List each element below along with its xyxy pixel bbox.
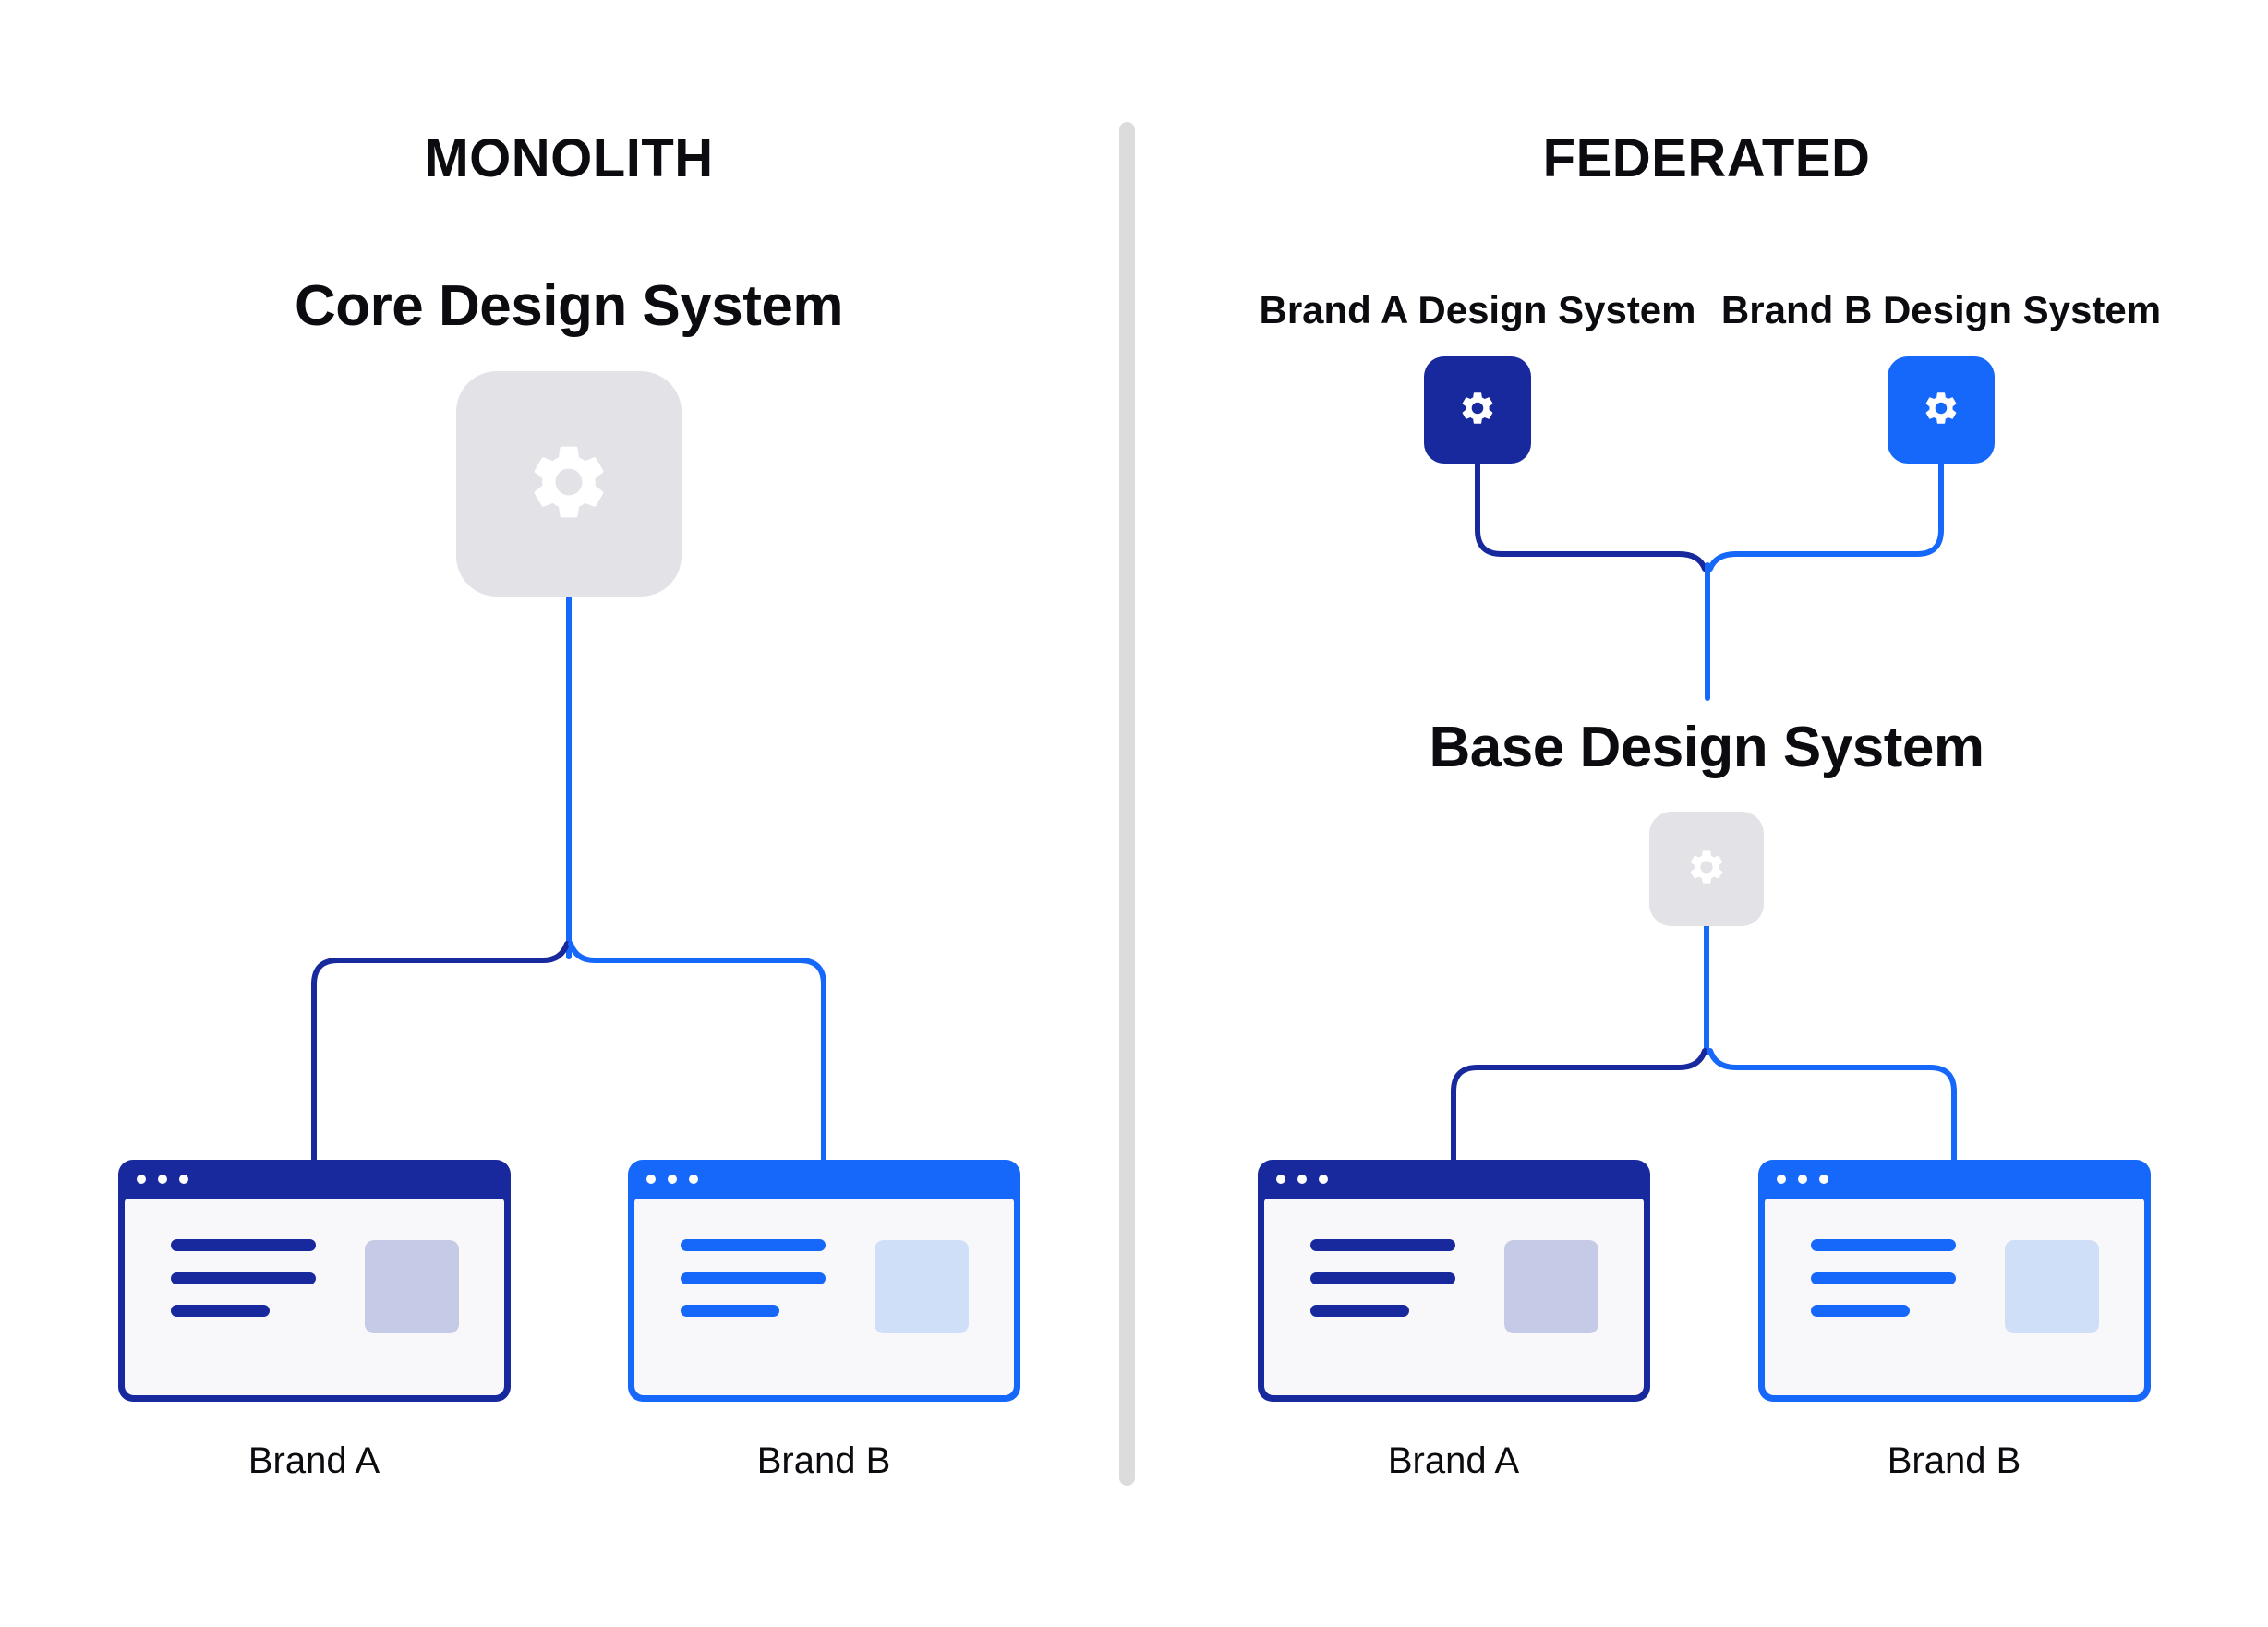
brand-a-design-system-node [1424,356,1531,464]
window-dot [668,1175,677,1184]
text-line-placeholder [681,1272,826,1284]
brand-a-design-system-label: Brand A Design System [1259,288,1696,331]
text-line-placeholder [171,1305,270,1317]
brand-a-window-monolith [118,1160,511,1402]
gear-icon [1922,389,1960,432]
window-titlebar [1758,1160,2151,1199]
window-dot [1319,1175,1328,1184]
monolith-branch-brand-a-line [311,941,570,1163]
image-placeholder [1504,1240,1598,1333]
image-placeholder [2005,1240,2099,1333]
core-design-system-label: Core Design System [295,274,844,338]
brand-b-design-system-label: Brand B Design System [1720,288,2162,331]
text-line-placeholder [1310,1305,1409,1317]
text-line-placeholder [1310,1272,1455,1284]
window-titlebar [628,1160,1020,1199]
window-dot [646,1175,656,1184]
brand-a-window-federated [1258,1160,1650,1402]
text-line-placeholder [1811,1272,1956,1284]
gear-icon [525,438,613,531]
base-design-system-label: Base Design System [1429,716,1984,779]
window-dot [158,1175,167,1184]
brand-a-caption-federated: Brand A [1387,1440,1520,1481]
text-line-placeholder [1310,1239,1455,1251]
federated-branch-brand-a-line [1451,1048,1707,1163]
section-divider [1119,122,1135,1486]
window-dot [689,1175,698,1184]
federated-title: FEDERATED [1542,128,1871,188]
window-dot [137,1175,146,1184]
text-line-placeholder [681,1239,826,1251]
window-body [1264,1199,1644,1395]
brand-b-design-system-node [1888,356,1995,464]
text-line-placeholder [1811,1305,1910,1317]
federated-merge-brand-b-line [1707,459,1944,572]
window-body [1765,1199,2144,1395]
federated-branch-brand-b-line [1707,1048,1957,1163]
federated-merge-brand-a-line [1475,459,1707,572]
window-dot [1819,1175,1828,1184]
monolith-branch-brand-b-line [568,941,826,1163]
window-titlebar [118,1160,511,1199]
brand-b-caption-federated: Brand B [1887,1440,2021,1481]
window-dot [1798,1175,1807,1184]
monolith-title: MONOLITH [424,128,714,188]
text-line-placeholder [681,1305,779,1317]
window-body [125,1199,504,1395]
brand-b-caption-monolith: Brand B [756,1440,891,1481]
brand-b-window-federated [1758,1160,2151,1402]
text-line-placeholder [1811,1239,1956,1251]
window-titlebar [1258,1160,1650,1199]
gear-icon [1458,389,1497,432]
core-design-system-node [456,371,682,597]
text-line-placeholder [171,1239,316,1251]
window-dot [179,1175,188,1184]
text-line-placeholder [171,1272,316,1284]
window-dot [1297,1175,1307,1184]
gear-icon [1686,847,1727,892]
image-placeholder [365,1240,459,1333]
window-dot [1777,1175,1786,1184]
brand-b-window-monolith [628,1160,1020,1402]
window-body [634,1199,1014,1395]
brand-a-caption-monolith: Brand A [247,1440,380,1481]
window-dot [1276,1175,1285,1184]
image-placeholder [875,1240,969,1333]
base-design-system-node [1649,812,1764,926]
